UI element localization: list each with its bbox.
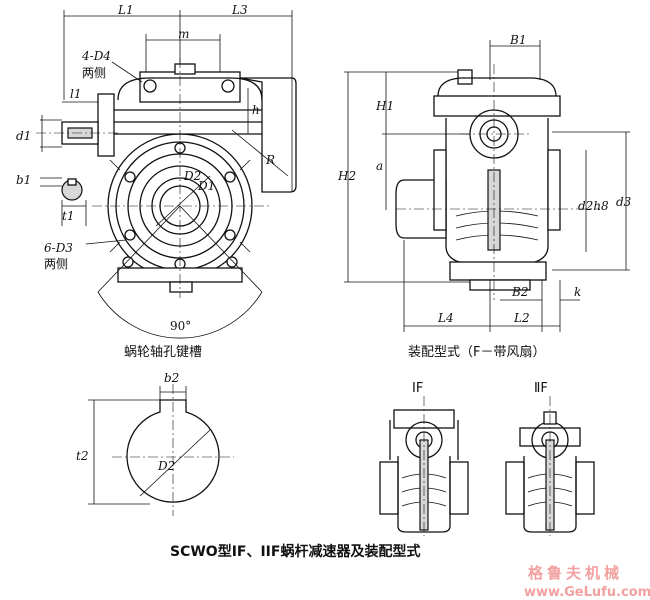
label-H2: H2: [337, 169, 356, 183]
label-l1: l1: [70, 87, 81, 101]
label-angle: 90°: [170, 319, 191, 333]
label-b1: b1: [16, 173, 31, 187]
watermark-brand: 格鲁夫机械: [528, 564, 623, 582]
caption-view-1f: ⅠF: [412, 381, 423, 396]
assembly-view: [344, 40, 630, 332]
label-d2h8: d2h8: [578, 199, 609, 213]
label-L4: L4: [437, 311, 454, 325]
label-D1: D1: [197, 179, 215, 193]
caption-view-2f: ⅡF: [534, 381, 548, 396]
label-d3: d3: [616, 195, 632, 209]
label-k: k: [574, 285, 581, 299]
label-4-D4: 4-D4: [81, 49, 111, 63]
keyway-section: [88, 384, 234, 516]
label-H1: H1: [375, 99, 394, 113]
label-L1: L1: [117, 3, 134, 17]
label-h: h: [252, 103, 260, 117]
label-both-sides-bottom: 两侧: [44, 257, 68, 271]
drawing-title: SCWO型IF、IIF蜗杆减速器及装配型式: [170, 543, 420, 560]
label-t1: t1: [62, 209, 74, 223]
label-R: R: [265, 153, 275, 167]
dimension-labels: L1 L3 m 4-D4 两侧 l1 d1 h b1 t1 6-D3 两侧 D2…: [16, 3, 632, 473]
view-1f: [379, 396, 469, 536]
label-m: m: [178, 27, 189, 41]
label-d1: d1: [16, 129, 31, 143]
watermark-url: www.GeLufu.com: [524, 585, 650, 600]
label-t2: t2: [76, 449, 88, 463]
view-2f: [505, 396, 595, 536]
label-B1: B1: [509, 33, 526, 47]
label-L3: L3: [231, 3, 248, 17]
label-D2: D2: [183, 169, 201, 183]
watermark: 格鲁夫机械 www.GeLufu.com: [524, 564, 650, 600]
front-view: [36, 10, 297, 339]
label-b2: b2: [164, 371, 179, 385]
caption-assembly: 装配型式（F－带风扇）: [408, 344, 545, 360]
label-a: a: [376, 159, 383, 173]
label-L2: L2: [513, 311, 530, 325]
label-6-D3: 6-D3: [44, 241, 73, 255]
label-D2-key: D2: [157, 459, 175, 473]
caption-keyway: 蜗轮轴孔键槽: [124, 344, 202, 360]
label-both-sides-top: 两侧: [82, 66, 106, 80]
label-B2: B2: [511, 285, 528, 299]
captions: 蜗轮轴孔键槽 装配型式（F－带风扇） ⅠF ⅡF SCWO型IF、IIF蜗杆减速…: [124, 344, 548, 560]
